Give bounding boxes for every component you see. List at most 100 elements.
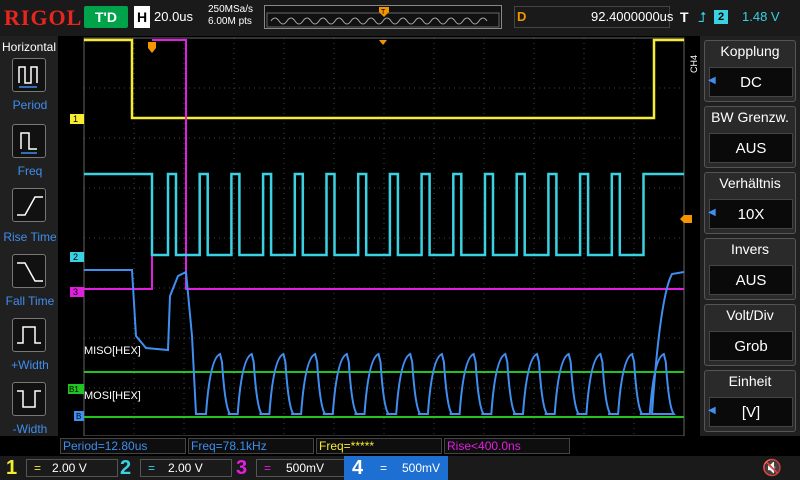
ch4-active-tab[interactable] bbox=[344, 456, 448, 480]
miso-decode-label: MISO[HEX] bbox=[84, 345, 141, 357]
neg-width-label: -Width bbox=[12, 422, 48, 436]
measurement-rise[interactable]: Rise<400.0ns bbox=[444, 438, 570, 454]
probe-ratio-value: 10X bbox=[709, 199, 793, 229]
ch4-scale: 500mV bbox=[402, 461, 441, 475]
mosi-decode-label: MOSI[HEX] bbox=[84, 390, 141, 402]
svg-text:3: 3 bbox=[73, 287, 78, 297]
delay-label: D bbox=[517, 9, 527, 24]
pos-width-icon bbox=[17, 326, 41, 344]
freq-button[interactable] bbox=[12, 124, 46, 158]
rise-time-button[interactable] bbox=[12, 188, 46, 222]
ch2-marker: 2 bbox=[70, 252, 84, 262]
waveform-display[interactable]: 1 2 3 B1 B MISO[HEX] MOSI[HEX] bbox=[60, 36, 700, 436]
measurement-freq-ch1[interactable]: Freq=***** bbox=[316, 438, 442, 454]
svg-text:2: 2 bbox=[73, 252, 78, 262]
ch2-scale: 2.00 V bbox=[168, 461, 203, 475]
ch1-marker: 1 bbox=[70, 114, 84, 124]
unit-button[interactable]: Einheit [V] ◀ bbox=[704, 370, 796, 432]
invert-button[interactable]: Invers AUS bbox=[704, 238, 796, 300]
ch3-scale: 500mV bbox=[286, 461, 325, 475]
screen-center-marker bbox=[379, 40, 387, 45]
trigger-display[interactable]: T ⮥ 2 1.48 V bbox=[678, 6, 796, 28]
delay-display[interactable]: D 92.4000000us bbox=[514, 6, 673, 28]
menu-title: Horizontal bbox=[1, 40, 57, 54]
brand-logo: RIGOL bbox=[4, 5, 83, 30]
ch1-scale-box[interactable] bbox=[26, 459, 118, 477]
fall-time-icon bbox=[17, 262, 43, 282]
pos-width-button[interactable] bbox=[12, 318, 46, 352]
ch2-coupling-icon: = bbox=[148, 461, 156, 475]
ch4-marker: B bbox=[74, 411, 84, 421]
sample-rate: 250MSa/s bbox=[208, 4, 254, 15]
ch3-trace bbox=[84, 246, 153, 290]
fall-time-label: Fall Time bbox=[5, 294, 55, 308]
ch1-coupling-icon: = bbox=[34, 461, 42, 475]
trigger-time-marker bbox=[148, 42, 156, 53]
probe-ratio-button[interactable]: Verhältnis 10X ◀ bbox=[704, 172, 796, 234]
ch3-trace-part bbox=[152, 39, 684, 290]
volts-div-title: Volt/Div bbox=[726, 307, 774, 323]
rising-edge-icon: ⮥ bbox=[698, 9, 707, 25]
ch2-scale-box[interactable] bbox=[140, 459, 232, 477]
volts-div-value: Grob bbox=[709, 331, 793, 361]
invert-title: Invers bbox=[730, 241, 770, 257]
memory-depth: 6.00M pts bbox=[208, 16, 252, 27]
timebase-display[interactable]: H 20.0us bbox=[134, 6, 202, 28]
neg-width-icon bbox=[17, 390, 41, 408]
run-status-badge[interactable]: T'D bbox=[84, 6, 128, 28]
arrow-left-icon: ◀ bbox=[708, 405, 716, 416]
ch2-number[interactable]: 2 bbox=[120, 457, 132, 479]
bandwidth-title: BW Grenzw. bbox=[711, 109, 789, 125]
channel-tag: CH4 bbox=[689, 54, 699, 73]
probe-ratio-title: Verhältnis bbox=[719, 175, 781, 191]
pos-width-label: +Width bbox=[11, 358, 49, 372]
graticule bbox=[84, 38, 684, 436]
ch3-number[interactable]: 3 bbox=[236, 457, 248, 479]
unit-title: Einheit bbox=[728, 373, 772, 389]
horizontal-measure-menu: Horizontal Period Freq Rise Time Fall Ti… bbox=[0, 36, 58, 436]
period-icon bbox=[18, 66, 38, 88]
measurement-freq[interactable]: Freq=78.1kHz bbox=[188, 438, 314, 454]
fall-time-button[interactable] bbox=[12, 254, 46, 288]
ch2-trace bbox=[84, 172, 684, 257]
status-bar: RIGOL T'D H 20.0us 250MSa/s 6.00M pts T … bbox=[0, 0, 800, 36]
memory-position-bar[interactable]: T bbox=[264, 5, 502, 29]
neg-width-button[interactable] bbox=[12, 382, 46, 416]
timebase-label: H bbox=[134, 6, 150, 28]
bandwidth-value: AUS bbox=[709, 133, 793, 163]
unit-value: [V] bbox=[709, 397, 793, 427]
ch1-trace bbox=[84, 38, 684, 120]
svg-text:T: T bbox=[381, 9, 386, 16]
measurement-period[interactable]: Period=12.80us bbox=[60, 438, 186, 454]
trigger-label: T bbox=[680, 9, 689, 25]
freq-icon bbox=[20, 132, 37, 154]
ch4-number: 4 bbox=[352, 457, 364, 479]
ch1-scale: 2.00 V bbox=[52, 461, 87, 475]
ch1-number[interactable]: 1 bbox=[6, 457, 18, 479]
volts-div-button[interactable]: Volt/Div Grob bbox=[704, 304, 796, 366]
ch4-trace bbox=[84, 269, 685, 415]
coupling-button[interactable]: Kopplung DC ◀ bbox=[704, 40, 796, 102]
trigger-level-marker bbox=[680, 215, 692, 223]
graticule-border bbox=[83, 37, 685, 436]
svg-text:B: B bbox=[76, 412, 81, 421]
rise-time-icon bbox=[17, 196, 43, 216]
waveform-canvas: 1 2 3 B1 B MISO[HEX] MOSI[HEX] bbox=[68, 37, 692, 436]
speaker-mute-icon[interactable]: 🔇 bbox=[762, 460, 782, 477]
ch3-marker: 3 bbox=[70, 287, 84, 297]
trigger-position-marker bbox=[379, 7, 389, 17]
svg-text:B1: B1 bbox=[69, 385, 79, 394]
rise-time-label: Rise Time bbox=[3, 230, 57, 244]
coupling-title: Kopplung bbox=[720, 43, 780, 59]
period-button[interactable] bbox=[12, 58, 46, 92]
ch3-coupling-icon: = bbox=[264, 461, 272, 475]
invert-value: AUS bbox=[709, 265, 793, 295]
svg-text:1: 1 bbox=[73, 114, 78, 124]
bandwidth-limit-button[interactable]: BW Grenzw. AUS bbox=[704, 106, 796, 168]
ch4-coupling-icon: = bbox=[380, 461, 388, 475]
timebase-value: 20.0us bbox=[154, 9, 194, 24]
trigger-source: 2 bbox=[714, 10, 728, 24]
memory-waveform-thumbnail: T bbox=[266, 7, 500, 28]
channel-bar: 1 = 2.00 V 2 = 2.00 V 3 = 500mV 4 = 500m… bbox=[0, 456, 800, 480]
period-label: Period bbox=[12, 98, 48, 112]
